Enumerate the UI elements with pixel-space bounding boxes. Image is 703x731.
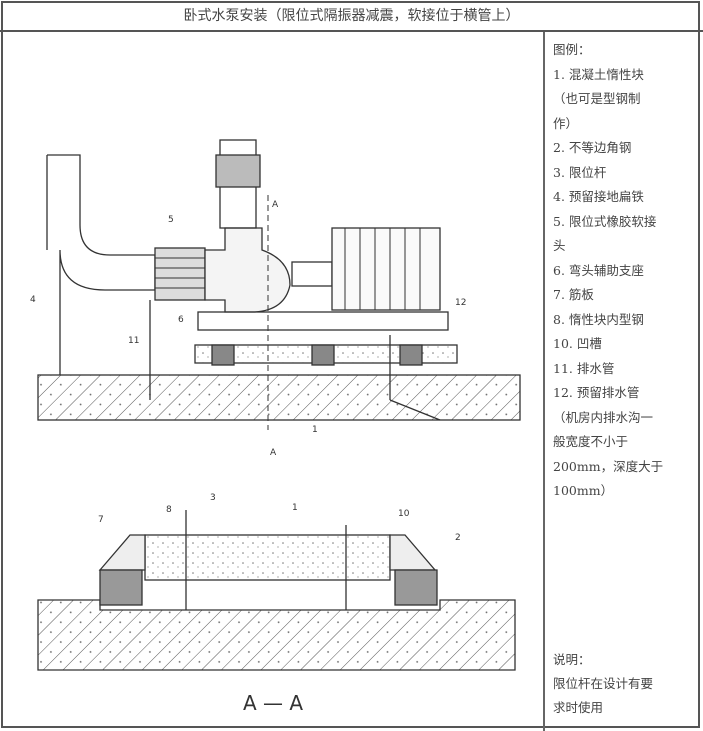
label-1: 1 [312,425,318,435]
flexible-joint-horizontal [154,247,206,301]
section-mark-bottom: A [270,448,277,458]
legend-item: 6. 弯头辅助支座 [553,262,644,278]
notes: 说明： 限位杆在设计有要 求时使用 [553,648,698,720]
label-12: 12 [455,298,466,308]
legend-item: （机房内排水沟一 [553,409,654,425]
sec-label-2: 2 [455,533,461,543]
flexible-joint-vertical [215,154,261,188]
notes-heading: 说明： [553,652,591,667]
legend-heading: 图例： [553,42,591,57]
legend-item: 2. 不等边角钢 [553,140,632,155]
angle-left [98,534,146,571]
column-divider [543,32,545,731]
base-frame [197,311,449,331]
legend-item: 5. 限位式橡胶软接 [553,213,657,229]
legend-item: 11. 排水管 [553,360,615,376]
sec-label-1: 1 [292,503,298,513]
legend-item: 12. 预留排水管 [553,385,640,400]
legend: 图例： 1. 混凝土惰性块 （也可是型钢制 作） 2. 不等边角钢 3. 限位杆… [553,38,698,504]
sec-label-10: 10 [398,509,410,519]
sec-label-7: 7 [98,515,104,525]
legend-item: 200mm，深度大于 [553,458,664,474]
legend-item: 8. 惰性块内型钢 [553,311,644,327]
label-6: 6 [178,315,184,325]
section-mark-top: A [272,200,279,210]
legend-item: 7. 筋板 [553,287,594,302]
label-5: 5 [168,215,174,225]
legend-item: 头 [553,238,566,253]
notes-line: 求时使用 [553,700,604,715]
drawing-title: 卧式水泵安装（限位式隔振器减震，软接位于横管上） [0,0,703,32]
section-inertia-block [144,534,391,581]
section-slab [37,599,516,671]
legend-item: 般宽度不小于 [553,434,629,449]
sec-label-3: 3 [210,493,216,503]
label-4: 4 [30,295,36,305]
pump-body [204,227,291,313]
isolators [211,344,423,366]
legend-item: 4. 预留接地扁铁 [553,189,644,204]
section-title: A — A [243,691,303,715]
floor-slab [37,374,521,421]
angle-right [389,534,437,571]
legend-item: 作） [553,115,579,131]
section-view [37,510,516,671]
legend-item: 10. 凹槽 [553,336,602,351]
isolator-right [394,569,438,606]
motor [331,227,441,311]
notes-line: 限位杆在设计有要 [553,676,654,691]
legend-item: 3. 限位杆 [553,164,607,180]
label-11: 11 [128,336,139,346]
coupling [291,261,333,287]
legend-item: 100mm） [553,483,614,498]
sec-label-8: 8 [166,505,172,515]
legend-item: （也可是型钢制 [553,91,641,106]
isolator-left [99,569,143,606]
legend-item: 1. 混凝土惰性块 [553,66,644,82]
elevation-view [37,139,521,430]
